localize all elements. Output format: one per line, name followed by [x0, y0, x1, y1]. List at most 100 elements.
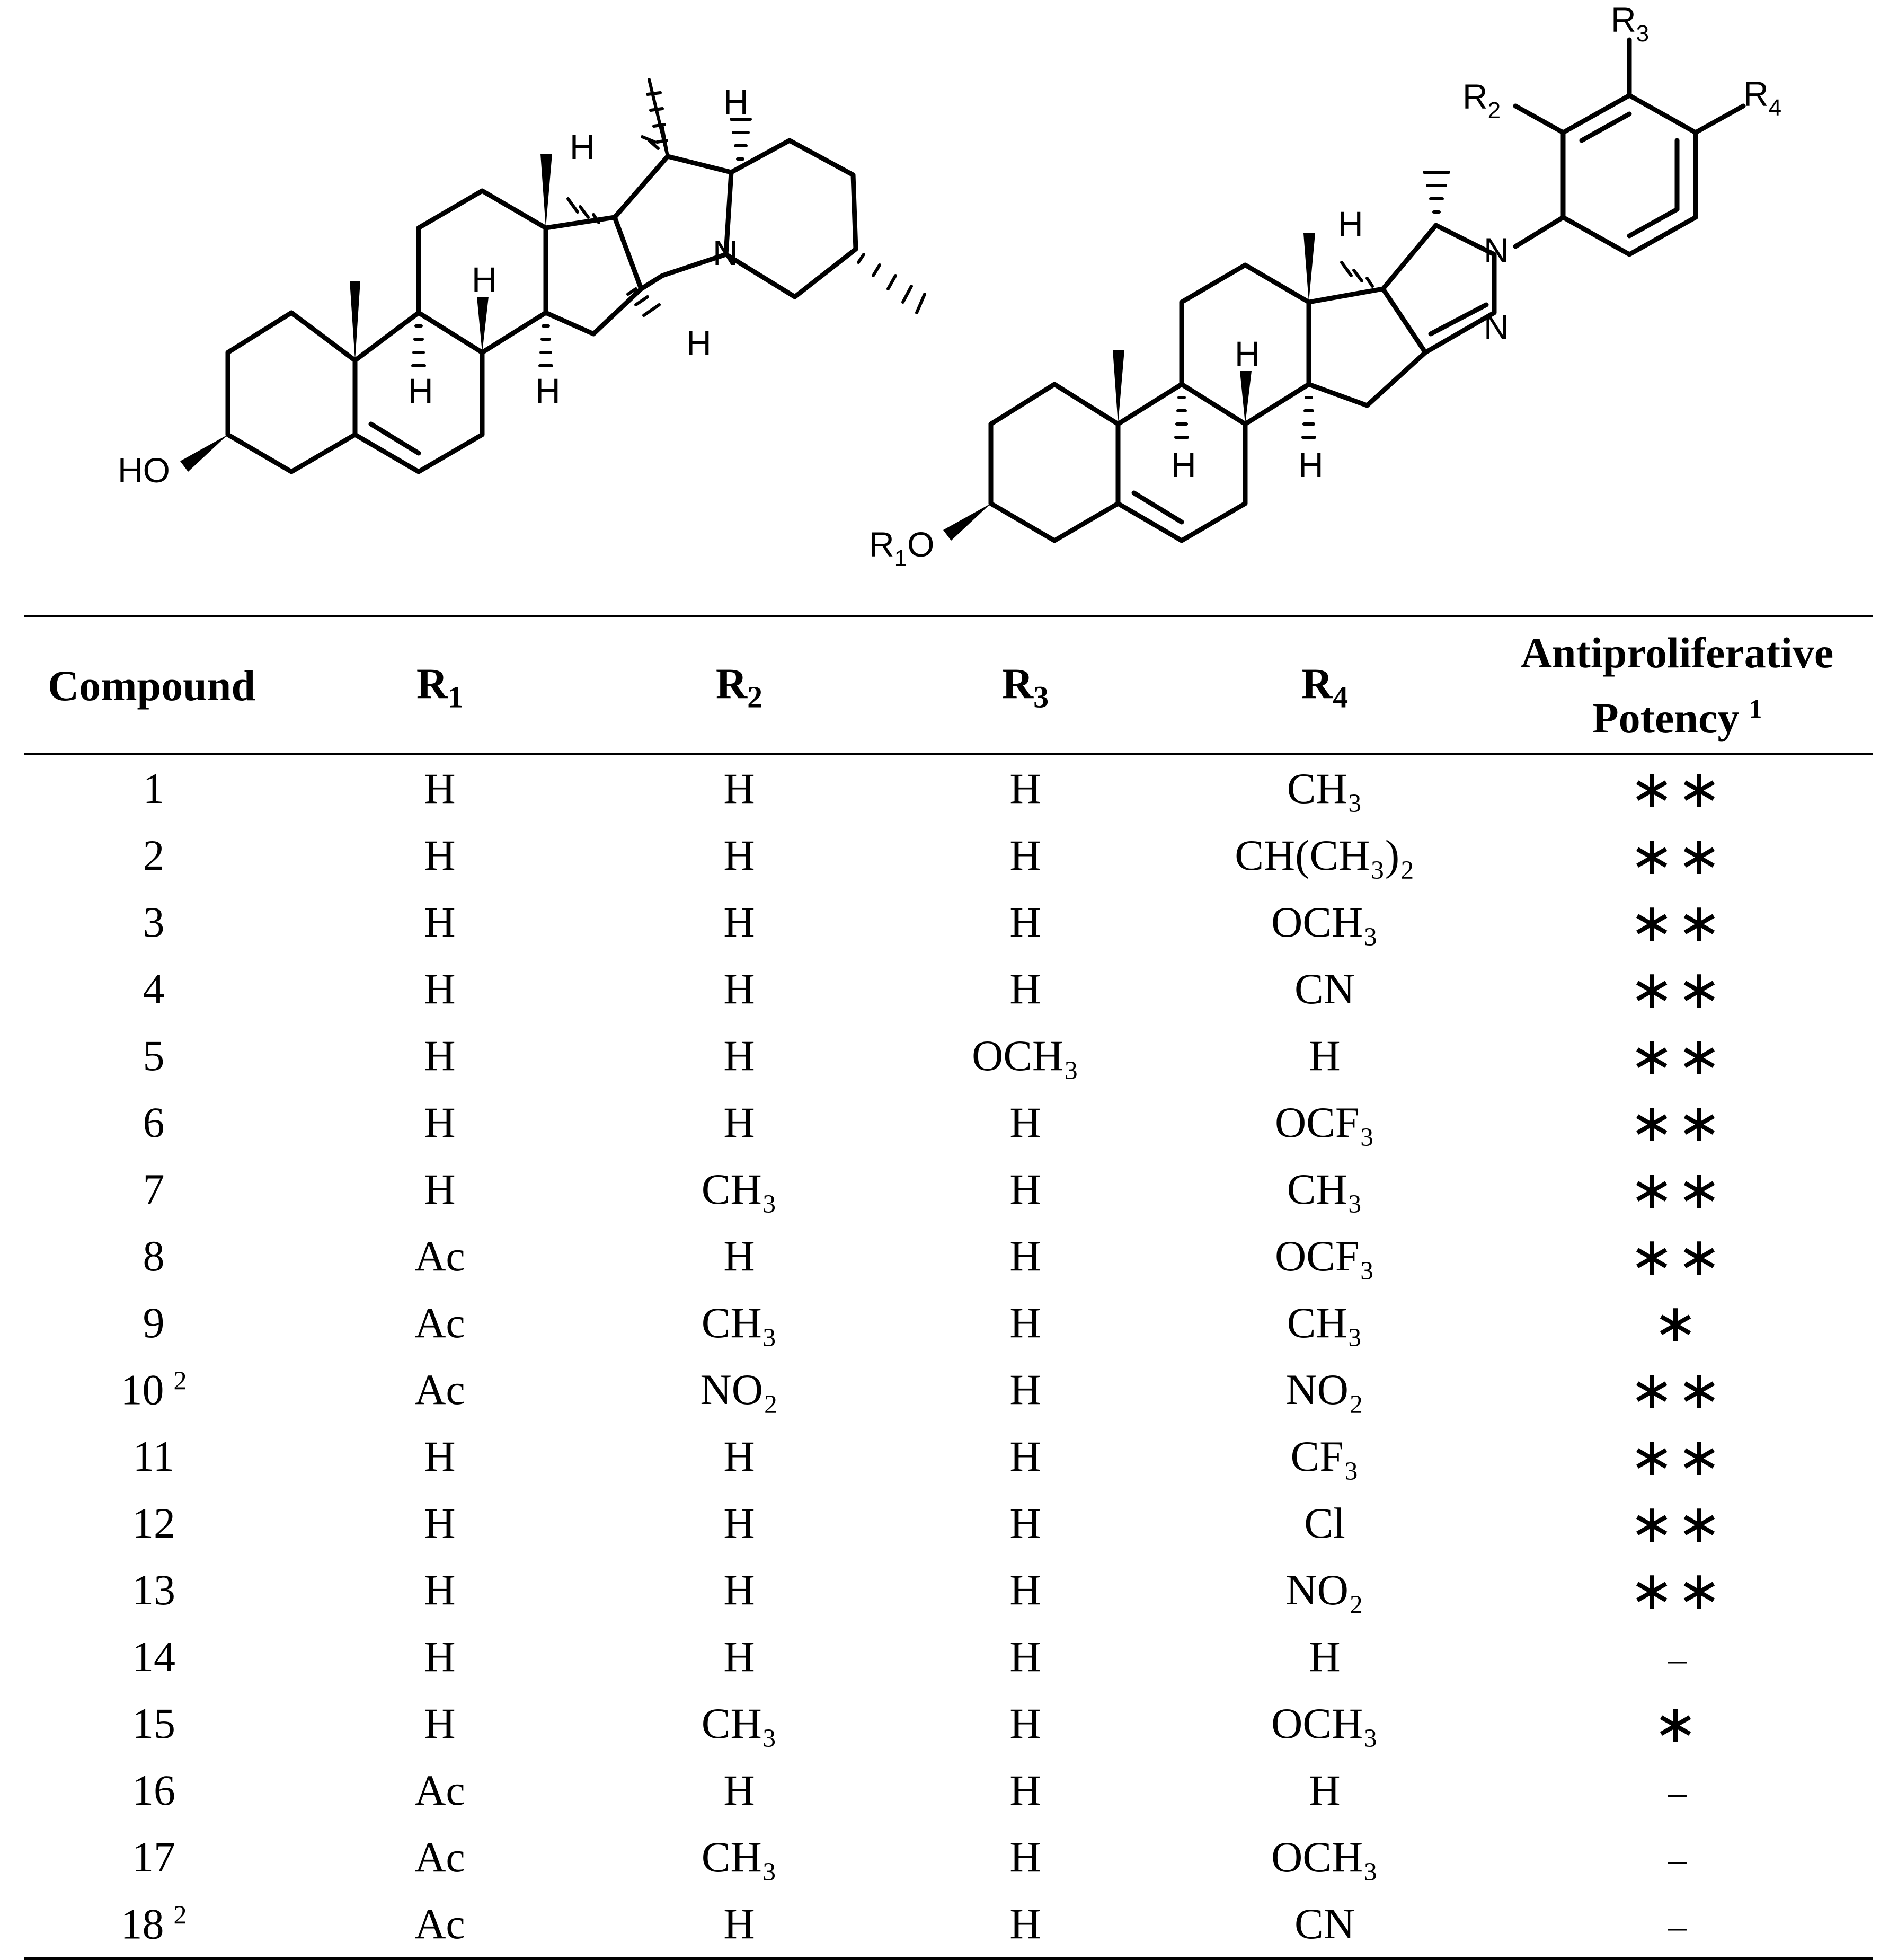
cell-potency: ∗∗: [1629, 1358, 1725, 1421]
cell-r4: OCH₃: [1271, 1699, 1378, 1747]
cell-potency: ∗∗: [1629, 1225, 1725, 1287]
cell-r3: H: [1009, 831, 1041, 879]
cell-r3: H: [1009, 1766, 1041, 1814]
cell-r1: H: [424, 1632, 456, 1681]
cell-r2: H: [723, 1031, 755, 1080]
cell-r4: H: [1309, 1031, 1341, 1080]
label-h: H: [723, 82, 749, 121]
cell-potency: ∗∗: [1629, 757, 1725, 820]
left-structure-labels: HO N H H H H H H: [118, 82, 749, 490]
cell-potency: –: [1668, 1772, 1687, 1813]
cell-r2: H: [723, 764, 755, 813]
cell-r1: Ac: [414, 1299, 465, 1347]
cell-r2: H: [723, 965, 755, 1013]
cell-compound: 8: [143, 1232, 165, 1280]
cell-r3: H: [1009, 1299, 1041, 1347]
label-r1o: R1O: [869, 525, 935, 571]
cell-r1: H: [424, 1432, 456, 1480]
header-r4: R4: [1301, 659, 1349, 714]
cell-compound: 17: [132, 1833, 175, 1881]
cell-r1: Ac: [414, 1833, 465, 1881]
cell-r2: H: [723, 898, 755, 946]
cell-r1: Ac: [414, 1766, 465, 1814]
table-row: 17 Ac CH₃ H OCH₃ –: [24, 1824, 1873, 1891]
cell-potency: ∗∗: [1629, 958, 1725, 1020]
header-r2: R2: [715, 659, 763, 714]
cell-r3: H: [1009, 1699, 1041, 1747]
cell-r2: H: [723, 1098, 755, 1146]
cell-r2: CH₃: [701, 1833, 777, 1881]
cell-r4: OCF₃: [1274, 1098, 1375, 1146]
cell-r4: OCF₃: [1274, 1232, 1375, 1280]
label-n: N: [1484, 231, 1509, 270]
label-h: H: [1171, 445, 1196, 484]
cell-compound: 7: [143, 1165, 165, 1213]
cell-r3: H: [1009, 1900, 1041, 1948]
cell-r3: H: [1009, 1432, 1041, 1480]
cell-r3: OCH₃: [972, 1031, 1079, 1080]
cell-r2: H: [723, 1432, 755, 1480]
cell-compound: 16: [132, 1766, 175, 1814]
label-h: H: [1338, 204, 1363, 243]
cell-potency: –: [1668, 1639, 1687, 1680]
label-r2: R2: [1462, 77, 1501, 123]
header-r1: R1: [416, 659, 464, 714]
cell-r3: H: [1009, 965, 1041, 1013]
cell-r4: CH₃: [1287, 764, 1363, 813]
cell-r4: NO₂: [1285, 1365, 1364, 1414]
cell-potency: ∗∗: [1629, 1091, 1725, 1154]
cell-r4: OCH₃: [1271, 898, 1378, 946]
cell-r3: H: [1009, 1165, 1041, 1213]
cell-r1: Ac: [414, 1232, 465, 1280]
cell-r3: H: [1009, 1833, 1041, 1881]
cell-r4: CN: [1294, 965, 1355, 1013]
cell-potency: –: [1668, 1839, 1687, 1880]
label-r3: R3: [1611, 0, 1649, 47]
cell-r3: H: [1009, 1232, 1041, 1280]
cell-r2: H: [723, 1566, 755, 1614]
cell-r3: H: [1009, 764, 1041, 813]
cell-compound: 12: [132, 1499, 175, 1547]
cell-r1: H: [424, 1699, 456, 1747]
chemical-structures: HO N H H H H H H: [118, 0, 1781, 571]
cell-potency: –: [1668, 1906, 1687, 1947]
cell-potency: ∗∗: [1629, 1025, 1725, 1087]
cell-r4: OCH₃: [1271, 1833, 1378, 1881]
label-h: H: [570, 127, 595, 166]
cell-r3: H: [1009, 1566, 1041, 1614]
label-r4: R4: [1743, 74, 1781, 121]
label-h: H: [408, 371, 433, 410]
cell-r1: H: [424, 1566, 456, 1614]
cell-compound: 6: [143, 1098, 165, 1146]
cell-potency: ∗∗: [1629, 891, 1725, 953]
cell-potency: ∗: [1653, 1692, 1701, 1755]
header-compound: Compound: [48, 661, 255, 710]
cell-compound: 2: [143, 831, 165, 879]
cell-r1: H: [424, 1098, 456, 1146]
header-r3: R3: [1001, 659, 1049, 714]
cell-potency: ∗∗: [1629, 1492, 1725, 1555]
cell-r2: H: [723, 1632, 755, 1681]
cell-r4: CH(CH₃)₂: [1235, 831, 1415, 879]
cell-r2: H: [723, 1900, 755, 1948]
cell-r1: H: [424, 1031, 456, 1080]
cell-r3: H: [1009, 1632, 1041, 1681]
